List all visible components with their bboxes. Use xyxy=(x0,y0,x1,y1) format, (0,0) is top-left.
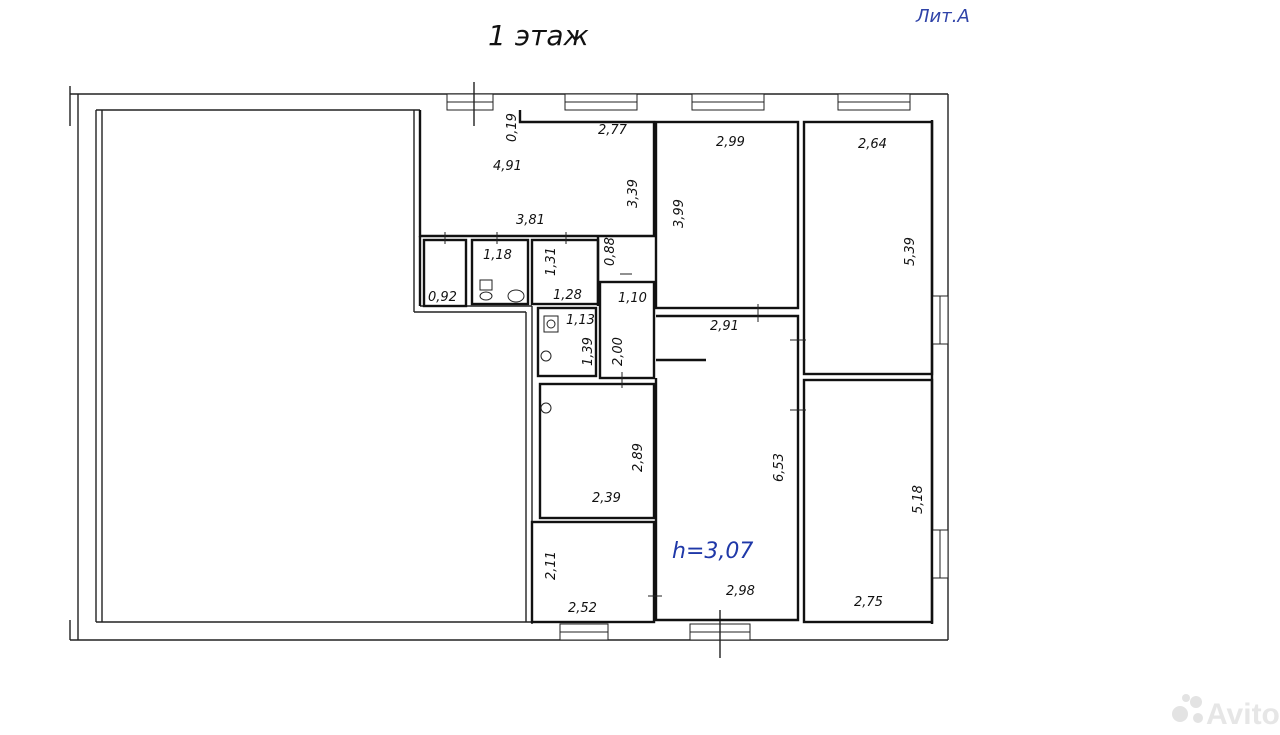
ceiling-height-label: h=3,07 xyxy=(672,539,753,564)
dim-2-11: 2,11 xyxy=(544,551,559,580)
dim-0-88: 0,88 xyxy=(603,237,618,266)
floor-title: 1 этаж xyxy=(488,19,589,52)
toilet-icon xyxy=(540,350,552,362)
dim-2-64: 2,64 xyxy=(858,137,887,152)
dim-2-52: 2,52 xyxy=(568,601,597,616)
interior-walls xyxy=(418,110,934,624)
toilet-icon xyxy=(479,279,493,301)
dim-3-99: 3,99 xyxy=(672,199,687,228)
dim-1-13: 1,13 xyxy=(566,313,595,328)
dim-2-77: 2,77 xyxy=(598,123,628,138)
dim-6-53: 6,53 xyxy=(772,453,787,482)
dim-0-92: 0,92 xyxy=(428,290,457,305)
dim-1-39: 1,39 xyxy=(581,337,596,366)
sink-icon xyxy=(543,315,559,333)
toilet-icon xyxy=(540,402,552,414)
dimension-labels: 0,19 2,77 4,91 3,39 3,81 0,88 1,18 1,31 … xyxy=(428,113,926,616)
dim-1-10: 1,10 xyxy=(618,291,647,306)
dim-2-91: 2,91 xyxy=(710,319,739,334)
dim-5-39: 5,39 xyxy=(903,237,918,266)
dim-2-00: 2,00 xyxy=(611,337,626,366)
dim-5-18: 5,18 xyxy=(911,485,926,514)
dim-1-28: 1,28 xyxy=(553,288,582,303)
dim-1-18: 1,18 xyxy=(483,248,512,263)
dim-2-99: 2,99 xyxy=(716,135,745,150)
dim-2-98: 2,98 xyxy=(726,584,755,599)
sink-icon xyxy=(507,289,525,303)
dim-4-91: 4,91 xyxy=(493,159,522,174)
avito-logo-icon xyxy=(1172,694,1203,723)
dim-2-39: 2,39 xyxy=(592,491,621,506)
dim-1-31: 1,31 xyxy=(544,247,559,276)
windows xyxy=(446,82,949,658)
litera-label: Лит.А xyxy=(915,6,970,27)
dim-2-89: 2,89 xyxy=(631,443,646,472)
dim-3-81: 3,81 xyxy=(516,213,545,228)
sanitary-fixtures xyxy=(479,279,559,414)
watermark-text: Avito xyxy=(1206,698,1280,731)
dim-0-19: 0,19 xyxy=(505,113,520,142)
dim-3-39: 3,39 xyxy=(626,179,641,208)
watermark: Avito xyxy=(1172,694,1280,731)
dim-2-75: 2,75 xyxy=(854,595,883,610)
